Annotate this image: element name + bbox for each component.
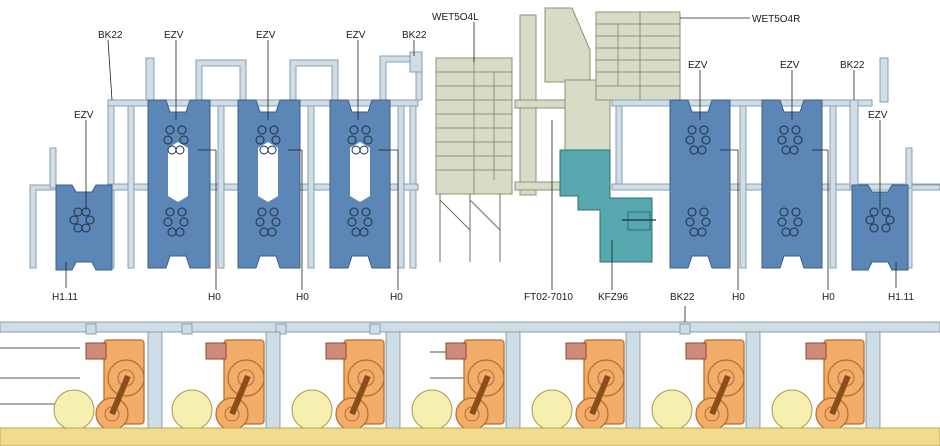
label-h0-4: H0: [732, 292, 745, 303]
label-h0-3: H0: [390, 292, 403, 303]
unit-ezv-4: [669, 99, 731, 269]
teal-duct: [559, 149, 653, 263]
left-blue-units: [55, 99, 405, 271]
label-bk22-1: BK22: [98, 30, 123, 41]
unit-h111-left: [55, 184, 113, 271]
label-ezv-right: EZV: [868, 110, 888, 121]
label-h0-1: H0: [208, 292, 221, 303]
unit-ezv-5: [761, 99, 823, 269]
label-wet504r: WET5O4R: [752, 14, 800, 25]
label-ezv-2: EZV: [256, 30, 276, 41]
right-blue-units: [669, 99, 909, 271]
label-h111-right: H1.11: [888, 292, 914, 303]
label-wet504l: WET5O4L: [432, 12, 479, 23]
label-h0-2: H0: [296, 292, 309, 303]
label-h0-5: H0: [822, 292, 835, 303]
label-h111-left: H1.11: [52, 292, 78, 303]
label-ezv-5: EZV: [780, 60, 800, 71]
label-ft02: FT02-7010: [524, 292, 573, 303]
floor-base: [0, 427, 940, 446]
label-kfz96: KFZ96: [598, 292, 628, 303]
label-ezv-1: EZV: [164, 30, 184, 41]
unit-h111-right: [851, 184, 909, 271]
label-ezv-4: EZV: [688, 60, 708, 71]
label-bk22-3: BK22: [840, 60, 865, 71]
label-bk22-bottom: BK22: [670, 292, 695, 303]
diagram-labels: BK22 EZV EZV EZV BK22 WET5O4L WET5O4R EZ…: [52, 12, 914, 303]
tower-wet504r: [595, 11, 681, 101]
label-ezv-3: EZV: [346, 30, 366, 41]
label-ezv-left: EZV: [74, 110, 94, 121]
bottom-stations: [53, 339, 865, 431]
bottom-rail: [0, 306, 940, 405]
center-towers: [435, 7, 681, 263]
leader-lines: [65, 17, 897, 290]
label-bk22-2: BK22: [402, 30, 427, 41]
